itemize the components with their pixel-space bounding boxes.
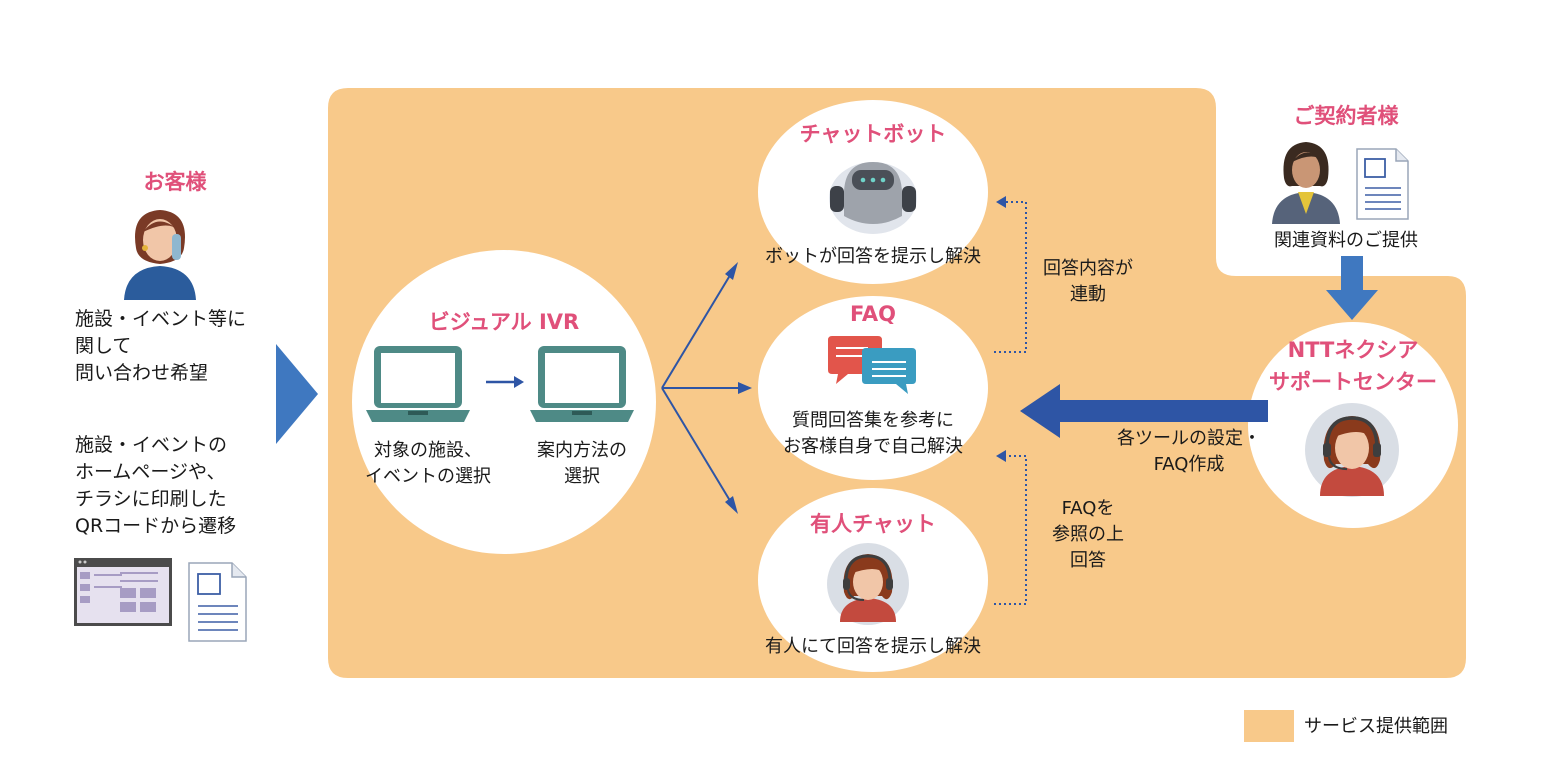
legend-swatch <box>1244 710 1294 742</box>
support-center-title: NTTネクシア <box>1287 338 1419 362</box>
chevron-right-icon <box>276 344 318 444</box>
link-top-line: 回答内容が <box>1043 258 1133 279</box>
contractor-person-icon <box>1272 142 1340 224</box>
qr-desc-line: ホームページや、 <box>75 461 226 483</box>
support-center-title: サポートセンター <box>1269 370 1437 394</box>
customer-person-icon <box>124 210 196 300</box>
ivr-step1-line: 対象の施設、 <box>374 440 482 461</box>
document-icon <box>1356 148 1409 220</box>
customer-desc-line: 問い合わせ希望 <box>75 362 209 384</box>
qr-desc-line: 施設・イベントの <box>75 434 228 456</box>
faq-desc-line: お客様自身で自己解決 <box>783 436 963 457</box>
operator-icon <box>1305 403 1399 497</box>
faq-title: FAQ <box>849 302 897 326</box>
contractor-title: ご契約者様 <box>1293 104 1399 128</box>
document-icon <box>188 562 247 642</box>
setup-line: FAQ作成 <box>1153 454 1225 475</box>
link-bottom-line: FAQを <box>1061 498 1115 519</box>
ivr-step1-line: イベントの選択 <box>365 466 491 487</box>
faq-desc-line: 質問回答集を参考に <box>792 410 954 431</box>
legend-label: サービス提供範囲 <box>1304 716 1448 737</box>
faq-circle <box>758 296 988 480</box>
arrow-down-icon <box>1326 256 1378 320</box>
link-top-line: 連動 <box>1070 284 1106 305</box>
customer-desc-line: 施設・イベント等に <box>75 308 247 330</box>
operator-icon <box>827 543 909 625</box>
qr-desc-line: QRコードから遷移 <box>75 515 237 537</box>
webpage-window-icon <box>74 558 172 626</box>
ivr-title: ビジュアル IVR <box>428 310 580 334</box>
robot-icon <box>829 162 917 234</box>
chatbot-desc: ボットが回答を提示し解決 <box>765 246 981 267</box>
laptop-icon <box>366 346 470 422</box>
arrow-right-icon <box>486 376 524 388</box>
human-chat-desc: 有人にて回答を提示し解決 <box>765 636 981 657</box>
speech-bubbles-icon <box>828 336 916 394</box>
customer-title: お客様 <box>143 170 207 194</box>
customer-desc-line: 関して <box>75 335 132 357</box>
link-bottom-line: 回答 <box>1070 550 1106 571</box>
chatbot-title: チャットボット <box>799 122 947 146</box>
contractor-desc: 関連資料のご提供 <box>1274 230 1418 251</box>
ivr-step2-line: 選択 <box>564 466 600 487</box>
laptop-icon <box>530 346 634 422</box>
link-bottom-line: 参照の上 <box>1052 524 1124 545</box>
ivr-step2-line: 案内方法の <box>537 440 627 461</box>
arrow-left-icon <box>1020 384 1268 438</box>
human-chat-title: 有人チャット <box>810 512 936 536</box>
qr-desc-line: チラシに印刷した <box>75 488 227 510</box>
setup-line: 各ツールの設定・ <box>1117 428 1261 449</box>
